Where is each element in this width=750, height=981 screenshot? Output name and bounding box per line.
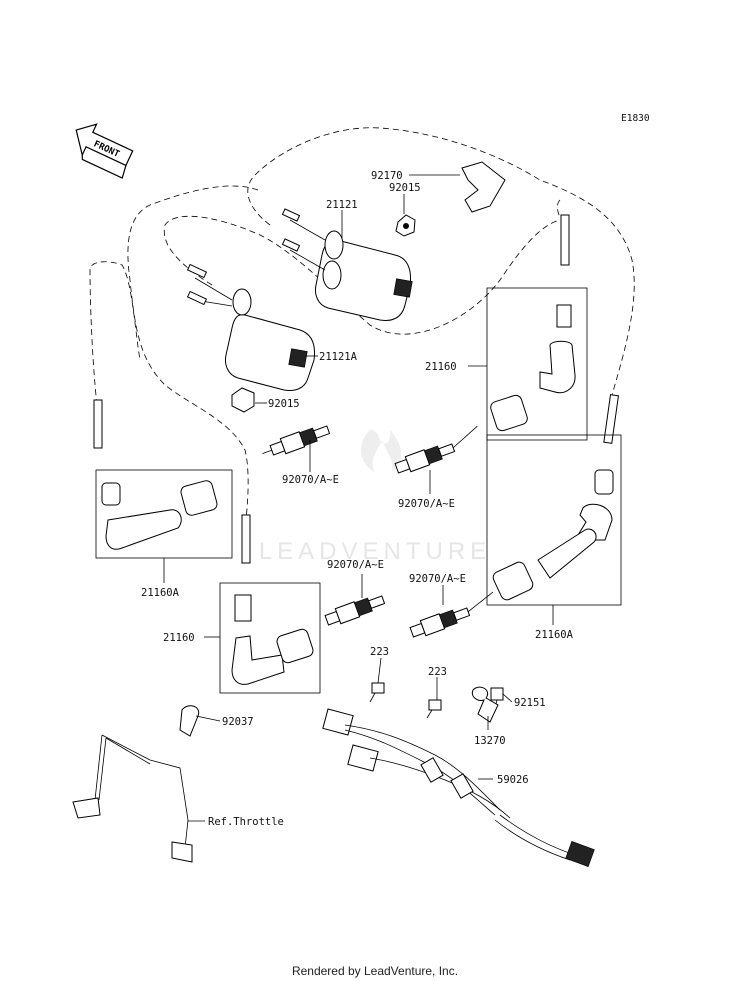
callout-21160-upper: 21160 [425,361,457,373]
callout-92070-4: 92070/A~E [409,573,466,585]
callout-223-a: 223 [370,646,389,658]
clamp-92170 [461,161,506,213]
ignition-coil-21121a [186,263,315,391]
callout-92015-upper: 92015 [389,182,421,194]
diagram-code: E1830 [621,113,650,124]
plug-wire-ends [93,214,620,564]
front-arrow-icon: FRONT [75,123,134,179]
spark-plug-1 [262,425,331,456]
callout-21121: 21121 [326,199,358,211]
callout-92151: 92151 [514,697,546,709]
plug-cap-21160a-left [95,469,233,559]
callout-ref-throttle: Ref.Throttle [208,816,284,828]
wire-routes [89,127,635,521]
callout-13270: 13270 [474,735,506,747]
bolt-223-b [426,699,442,719]
callout-labels: 92170 92015 21121 21121A 92015 21160 920… [141,170,574,828]
watermark-text: LEADVENTURE [259,538,491,565]
plug-cap-21160a-right [486,434,622,606]
watermark: LEADVENTURE [259,429,491,565]
nut-92015-lower [231,387,255,413]
bolt-223-a [369,682,385,703]
throttle-bracket-92037 [72,705,200,863]
callout-21160a-right: 21160A [535,629,574,641]
callout-92170: 92170 [371,170,403,182]
plug-cap-21160-lower [219,582,321,694]
callout-59026: 59026 [497,774,529,786]
nut-92015-upper [395,214,416,237]
callout-92070-1: 92070/A~E [282,474,339,486]
wire-harness-59026 [322,708,595,867]
callout-21160a-left: 21160A [141,587,180,599]
spark-plug-2 [394,425,478,474]
spark-plug-3 [324,595,386,626]
callout-92015-lower: 92015 [268,398,300,410]
callout-223-b: 223 [428,666,447,678]
plug-cap-21160-upper [486,287,588,441]
callout-21160-lower: 21160 [163,632,195,644]
leader-lines [163,174,554,822]
ignition-coil-21121 [281,208,413,321]
clamp-13270 [471,686,499,723]
watermark-flame-icon [360,429,402,472]
callout-92070-3: 92070/A~E [327,559,384,571]
footer-credit: Rendered by LeadVenture, Inc. [292,964,458,978]
callout-92037: 92037 [222,716,254,728]
callout-92070-2: 92070/A~E [398,498,455,510]
callout-21121a: 21121A [319,351,358,363]
spark-plug-4 [409,591,494,638]
